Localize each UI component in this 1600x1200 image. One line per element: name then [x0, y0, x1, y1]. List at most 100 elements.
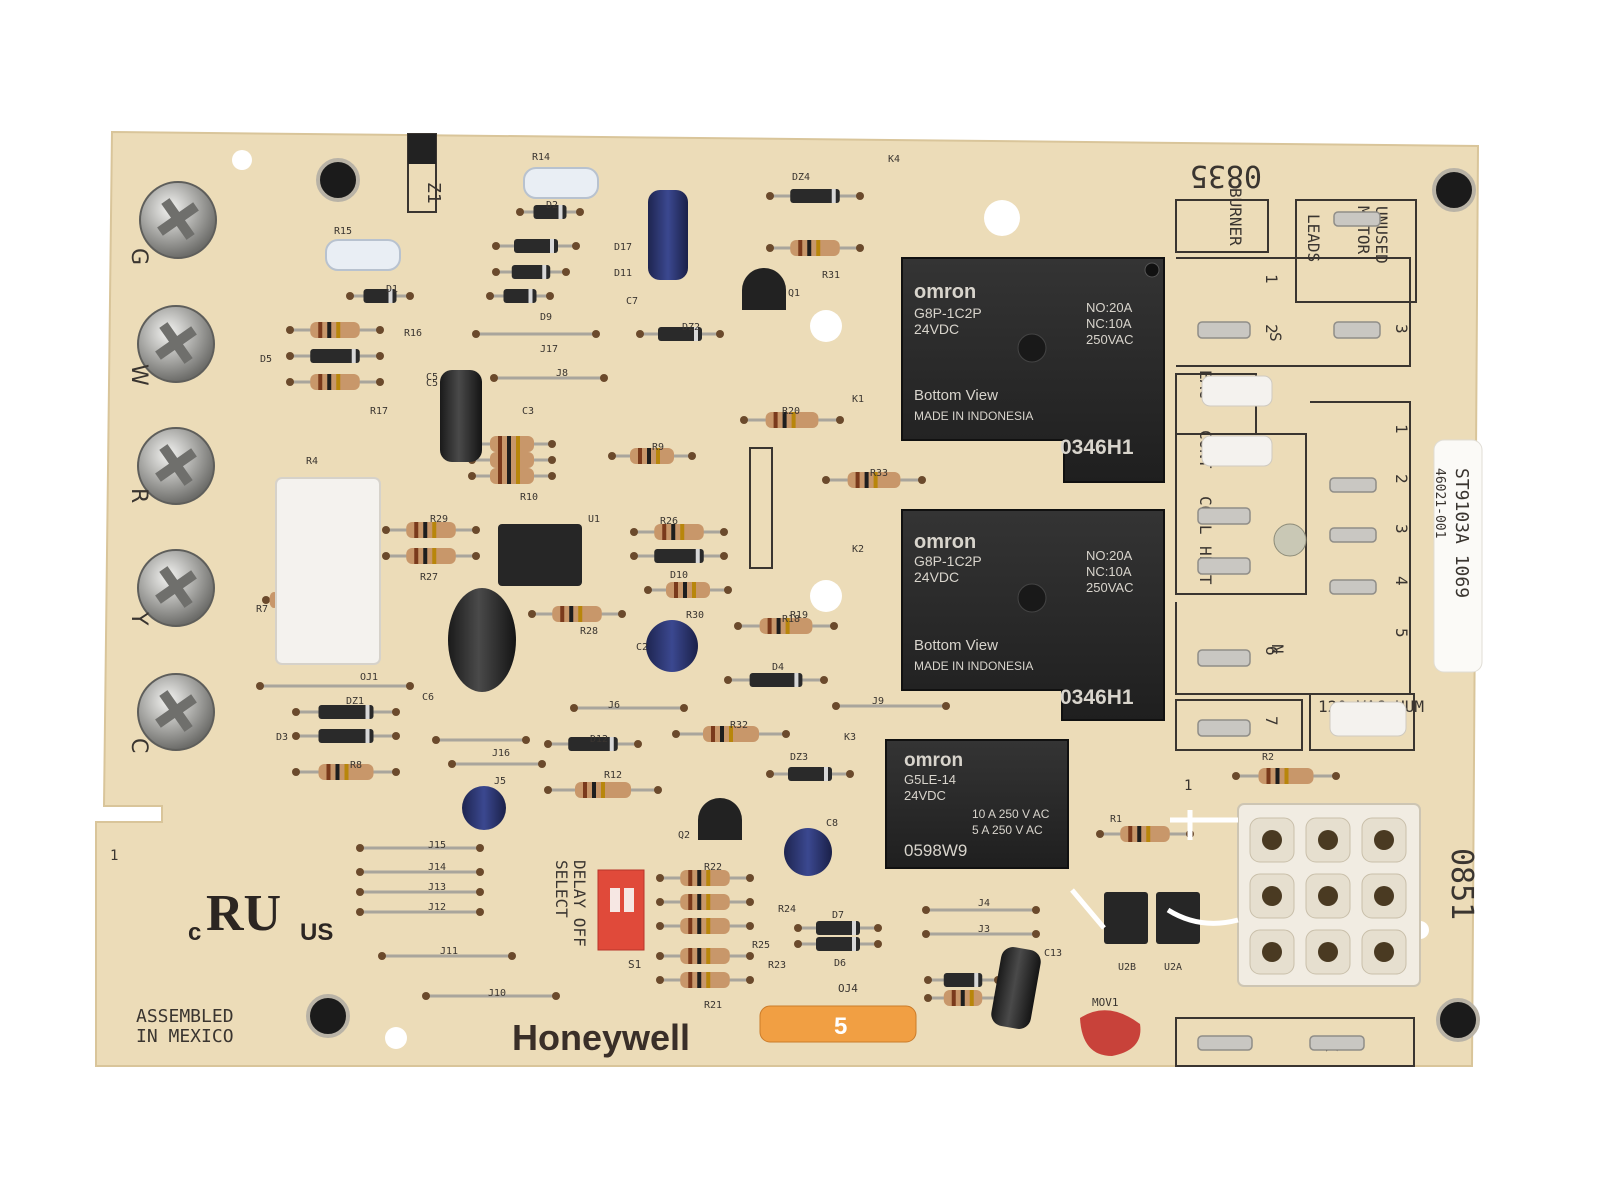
- solder-pad: [794, 940, 802, 948]
- date-code-top: 0835: [1190, 158, 1262, 193]
- resistor-band: [318, 374, 323, 390]
- solder-pad: [292, 708, 300, 716]
- ref-designator: J13: [428, 882, 446, 893]
- solder-pad: [432, 736, 440, 744]
- diode-band: [550, 239, 554, 253]
- diode-band: [542, 265, 547, 279]
- ref-designator: R4: [306, 456, 318, 467]
- reference-designators: R14R15R16R17R4R7R29R27R10R9R26R28R30R20R…: [256, 152, 1274, 1011]
- relay-k3: omron G5LE-14 24VDC 10 A 250 V AC 5 A 25…: [885, 739, 1069, 869]
- resistor-band: [729, 726, 733, 742]
- diode: [658, 327, 702, 341]
- resistor-band: [807, 240, 812, 256]
- relay-voltage: 24VDC: [914, 321, 959, 337]
- diode: [363, 289, 397, 303]
- solder-pad: [472, 552, 480, 560]
- ref-designator: C13: [1044, 948, 1062, 959]
- solder-pad: [356, 844, 364, 852]
- solder-pad: [508, 952, 516, 960]
- ref-designator: R10: [520, 492, 538, 503]
- relay-voltage: 24VDC: [914, 569, 959, 585]
- ref-designator: D5: [260, 354, 272, 365]
- solder-pad: [392, 768, 400, 776]
- capacitor-large: [448, 588, 516, 692]
- resistor-band: [688, 870, 693, 886]
- solder-pad: [874, 924, 882, 932]
- resistor-band: [592, 782, 596, 798]
- solder-pad: [766, 770, 774, 778]
- diode-band: [974, 973, 979, 987]
- solder-pad: [422, 992, 430, 1000]
- resistor-band: [1275, 768, 1280, 784]
- solder-pad: [716, 330, 724, 338]
- solder-pad: [832, 702, 840, 710]
- solder-pad: [644, 586, 652, 594]
- pin-one-mark: 1: [110, 848, 118, 864]
- diode-band: [694, 327, 698, 341]
- terminal-label: W: [126, 364, 151, 386]
- solder-pad: [392, 708, 400, 716]
- resistor: [666, 582, 710, 598]
- solder-pad: [822, 476, 830, 484]
- solder-pad: [600, 374, 608, 382]
- z1-bar: [408, 134, 436, 164]
- resistor-band: [327, 374, 332, 390]
- resistor-band: [798, 240, 803, 256]
- ref-designator: OJ1: [360, 672, 378, 683]
- resistor-r15: [325, 239, 401, 271]
- terminal-c[interactable]: C: [126, 673, 215, 753]
- solder-pad: [468, 472, 476, 480]
- ref-designator: D9: [540, 312, 552, 323]
- resistor: [680, 948, 730, 964]
- relay-rating: NO:20A: [1086, 548, 1133, 563]
- ref-designator: K2: [852, 544, 864, 555]
- solder-pad: [922, 930, 930, 938]
- terminal-w[interactable]: W: [126, 305, 215, 386]
- terminal-y[interactable]: Y: [126, 549, 215, 627]
- relay-model: G8P-1C2P: [914, 305, 982, 321]
- assembled-line: IN MEXICO: [136, 1026, 234, 1047]
- resistor-band: [414, 522, 419, 538]
- resistor: [490, 436, 534, 452]
- resistor-band: [507, 436, 511, 452]
- solder-pad: [724, 586, 732, 594]
- ref-designator: D12: [590, 734, 608, 745]
- resistor-band: [785, 618, 790, 634]
- pin-number: 3: [1392, 524, 1411, 534]
- solder-pad: [292, 768, 300, 776]
- terminal-label: Y: [126, 611, 151, 626]
- ref-designator: Q2: [678, 830, 690, 841]
- dip-switch[interactable]: [597, 869, 645, 951]
- solder-pad: [766, 244, 774, 252]
- resistor-band: [864, 472, 869, 488]
- ref-designator: D1: [386, 284, 398, 295]
- relay-model: G5LE-14: [904, 772, 956, 787]
- resistor: [680, 894, 730, 910]
- relay-origin: MADE IN INDONESIA: [914, 409, 1033, 423]
- resistor-band: [688, 894, 693, 910]
- solder-pad: [286, 352, 294, 360]
- ref-designator: J12: [428, 902, 446, 913]
- relay-rating: NC:10A: [1086, 564, 1132, 579]
- molex-connector[interactable]: [1237, 803, 1421, 987]
- diode-band: [852, 921, 856, 935]
- resistor-band: [432, 548, 437, 564]
- ref-designator: R16: [404, 328, 422, 339]
- ref-designator: D6: [834, 958, 846, 969]
- terminal-g[interactable]: G: [126, 181, 217, 265]
- relay-rating: 10 A 250 V AC: [972, 807, 1050, 821]
- solder-pad: [1096, 830, 1104, 838]
- solder-pad: [346, 292, 354, 300]
- solder-pad: [562, 268, 570, 276]
- solder-pad: [680, 704, 688, 712]
- assembled-line: ASSEMBLED: [136, 1006, 234, 1027]
- solder-pad: [746, 874, 754, 882]
- resistor: [310, 374, 360, 390]
- label-leads: LEADS: [1304, 214, 1323, 262]
- terminal-r[interactable]: R: [126, 427, 215, 505]
- solder-pad: [636, 330, 644, 338]
- terminal-label: C: [126, 738, 151, 753]
- solder-pad: [720, 528, 728, 536]
- solder-pad: [522, 736, 530, 744]
- resistor: [552, 606, 602, 622]
